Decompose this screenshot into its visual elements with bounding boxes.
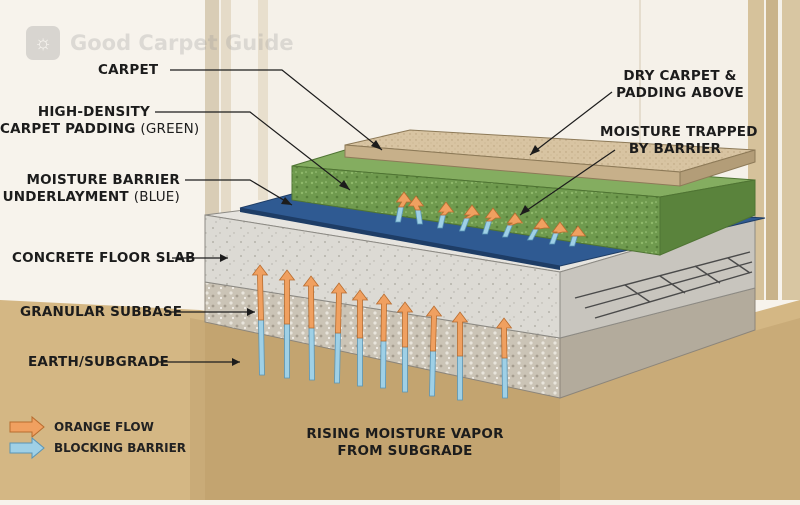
vapor-arrow-icon	[451, 311, 469, 401]
trapped-arrow-icon	[548, 221, 569, 245]
vapor-arrows-group	[251, 264, 513, 401]
label-moisture-trapped: MOISTURE TRAPPED BY BARRIER	[600, 124, 758, 157]
trapped-arrow-icon	[436, 201, 455, 229]
label-earth: EARTH/SUBGRADE	[28, 354, 170, 370]
legend-blocking-barrier: BLOCKING BARRIER	[54, 441, 187, 455]
sun-icon: ☼	[26, 26, 60, 60]
legend-orange-flow: ORANGE FLOW	[54, 420, 154, 434]
label-slab: CONCRETE FLOOR SLAB	[12, 250, 196, 266]
brand-name: Good Carpet Guide	[70, 31, 294, 55]
rebar-grid	[574, 251, 753, 319]
label-padding-line2: CARPET PADDING (GREEN)	[0, 121, 200, 137]
vapor-arrow-icon	[425, 305, 443, 397]
vapor-arrow-icon	[251, 264, 269, 376]
label-carpet: CARPET	[98, 62, 159, 78]
label-barrier-line2: UNDERLAYMENT (BLUE)	[2, 189, 180, 205]
brand-watermark: ☼ Good Carpet Guide	[26, 26, 294, 60]
trapped-arrow-icon	[481, 207, 502, 235]
carpet-layer	[344, 129, 756, 187]
label-rising-vapor: RISING MOISTURE VAPOR FROM SUBGRADE	[306, 426, 504, 459]
trapped-arrows-group	[395, 191, 587, 247]
vapor-arrow-icon	[330, 282, 348, 384]
trapped-arrow-icon	[526, 217, 551, 241]
legend-orange-arrow-icon	[9, 415, 45, 439]
label-padding: HIGH-DENSITY	[37, 104, 150, 120]
label-subbase: GRANULAR SUBBASE	[20, 304, 183, 320]
leader-arrowheads	[220, 140, 540, 366]
label-dry-carpet: DRY CARPET & PADDING ABOVE	[616, 68, 744, 101]
trapped-arrow-icon	[407, 195, 425, 225]
leader-lines	[155, 69, 616, 363]
vapor-arrow-icon	[375, 293, 393, 389]
vapor-arrow-icon	[495, 317, 513, 399]
vapor-arrow-icon	[278, 269, 296, 379]
legend-arrows	[9, 415, 45, 460]
trapped-arrow-icon	[395, 191, 413, 223]
leader-padding	[155, 111, 351, 191]
vapor-arrow-icon	[351, 289, 369, 387]
leader-barrier	[185, 179, 293, 206]
trapped-arrow-icon	[458, 204, 481, 232]
trapped-arrow-icon	[568, 225, 587, 247]
leader-carpet	[170, 69, 383, 151]
trapped-arrow-icon	[501, 212, 524, 238]
legend-blue-arrow-icon	[9, 436, 45, 460]
vapor-arrow-icon	[396, 301, 414, 393]
leader-dry	[529, 91, 613, 156]
label-barrier: MOISTURE BARRIER	[26, 172, 180, 188]
vapor-arrow-icon	[302, 275, 320, 381]
leader-trapped	[519, 149, 616, 216]
